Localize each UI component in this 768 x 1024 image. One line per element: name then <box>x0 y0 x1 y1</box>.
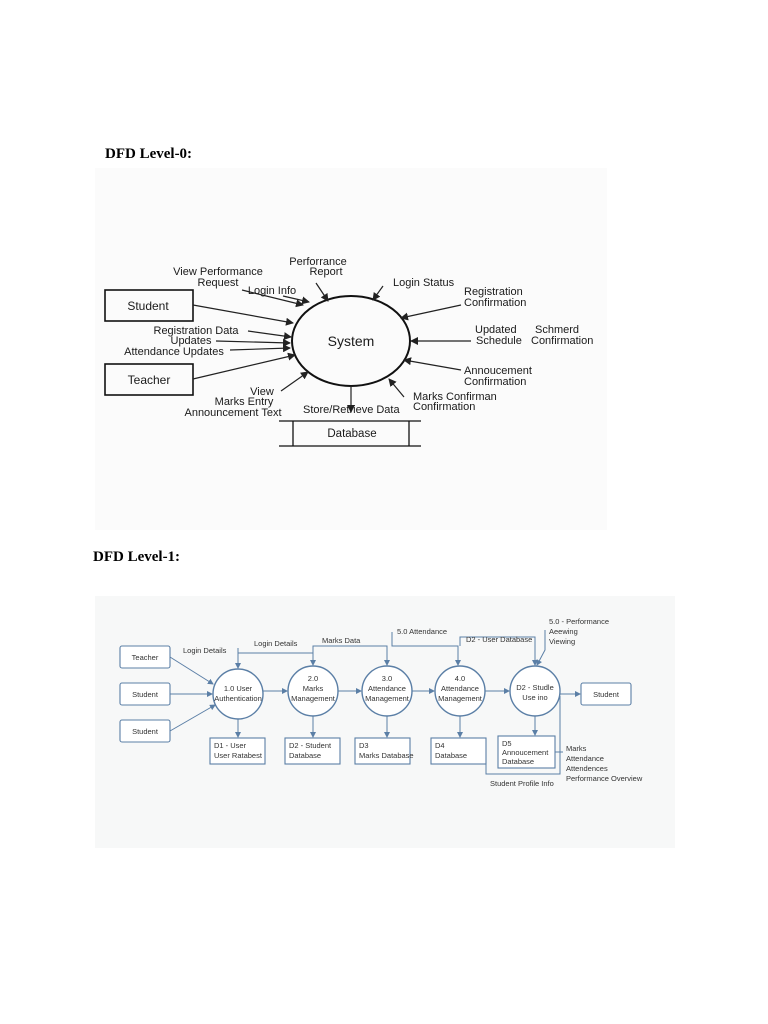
process-1-label-a: 1.0 User <box>224 684 253 693</box>
flow-updated: Updated <box>475 324 517 336</box>
teacher-entity-label: Teacher <box>128 373 171 387</box>
flow-schmerd: Schmerd <box>535 324 579 336</box>
flow-login-details-1: Login Details <box>183 646 227 655</box>
student-output-entity-label: Student <box>593 690 620 699</box>
flow-registration-confirmation: Confirmation <box>464 297 526 309</box>
flow-announcement-text: Announcement Text <box>184 407 281 419</box>
flow-marks-data: Marks Data <box>322 636 361 645</box>
dfd-level0-diagram: System Student Teacher Database <box>95 168 607 530</box>
flow-view-performance: View Performance <box>173 266 263 278</box>
flow-marks-entry: Marks Entry <box>215 396 274 408</box>
process-2-label-a: 2.0 <box>308 674 318 683</box>
process-4-label-c: Management <box>438 694 483 703</box>
store-d1-label-a: D1 - User <box>214 741 247 750</box>
student-entity-l1-a-label: Student <box>132 690 159 699</box>
flow-store-retrieve: Store/Retrieve Data <box>303 404 400 416</box>
process-2-label-b: Marks <box>303 684 324 693</box>
store-d2-label-a: D2 - Student <box>289 741 332 750</box>
flow-attendance-updates: Attendance Updates <box>124 346 224 358</box>
flow-viewing: Viewing <box>549 637 575 646</box>
process-3-label-c: Management <box>365 694 410 703</box>
process-4-label-a: 4.0 <box>455 674 465 683</box>
store-d4-database <box>430 737 487 765</box>
store-d3-label-b: Marks Database <box>359 751 414 760</box>
store-d2-label-b: Database <box>289 751 321 760</box>
dfd-level1-diagram: Teacher Student Student Student 1.0 User… <box>95 596 675 848</box>
store-d5-label-a: D5 <box>502 739 512 748</box>
flow-report: Report <box>309 266 342 278</box>
process-5-label-b: Use ino <box>522 693 547 702</box>
flow-view: View <box>250 386 274 398</box>
flow-login-details-2: Login Details <box>254 639 298 648</box>
flow-annoucement: Annoucement <box>464 365 532 377</box>
flow-marks-confirman: Marks Confirman <box>413 391 497 403</box>
flow-annoucement-confirmation: Confirmation <box>464 376 526 388</box>
flow-attendance: Attendance <box>566 754 604 763</box>
level0-heading: DFD Level-0: <box>105 146 193 162</box>
flow-registration: Registration <box>464 286 523 298</box>
process-3-label-b: Attendance <box>368 684 406 693</box>
student-entity-l1-b-label: Student <box>132 727 159 736</box>
teacher-entity-l1-label: Teacher <box>132 653 159 662</box>
flow-5-performance: 5.0 - Performance <box>549 617 609 626</box>
flow-schmerd-confirmation: Confirmation <box>531 335 593 347</box>
system-label: System <box>328 333 375 349</box>
process-4-label-b: Attendance <box>441 684 479 693</box>
flow-d2-user-database: D2 - User Database <box>466 635 532 644</box>
flow-attendences: Attendences <box>566 764 608 773</box>
store-d1-label-b: User Ratabest <box>214 751 263 760</box>
flow-updates: Updates <box>171 335 212 347</box>
flow-aeewing: Aeewing <box>549 627 578 636</box>
flow-request: Request <box>198 277 239 289</box>
flow-5-attendance: 5.0 Attendance <box>397 627 447 636</box>
store-d4-label-b: Database <box>435 751 467 760</box>
store-d2-student-database <box>284 737 341 765</box>
database-store-label: Database <box>327 428 376 440</box>
store-d5-announcement-database <box>497 735 556 769</box>
flow-login-status: Login Status <box>393 277 455 289</box>
store-d3-marks-database <box>354 737 411 765</box>
flow-student-profile-info: Student Profile Info <box>490 779 554 788</box>
student-output-entity <box>580 682 632 706</box>
level1-heading: DFD Level-1: <box>93 549 181 565</box>
level0-image-area <box>95 168 607 530</box>
student-entity-label: Student <box>127 299 169 313</box>
store-d5-label-b: Annoucement <box>502 748 549 757</box>
level1-image-area <box>95 596 675 848</box>
flow-performance-overview: Performance Overview <box>566 774 643 783</box>
teacher-entity <box>104 363 194 396</box>
store-d4-label-a: D4 <box>435 741 445 750</box>
flow-perforrance: Perforrance <box>289 256 346 268</box>
process-5-label-a: D2 - Studle <box>516 683 554 692</box>
flow-registration-data: Registration Data <box>154 325 240 337</box>
store-d5-label-c: Database <box>502 757 534 766</box>
store-d1-user-database <box>209 737 266 765</box>
process-1-label-b: Authentication <box>214 694 262 703</box>
flow-marks-confirmation: Confirmation <box>413 401 475 413</box>
flow-marks: Marks <box>566 744 587 753</box>
flow-login-info: Login Info <box>248 285 296 297</box>
store-d3-label-a: D3 <box>359 741 369 750</box>
flow-schedule: Schedule <box>476 335 522 347</box>
process-3-label-a: 3.0 <box>382 674 392 683</box>
process-2-label-c: Management <box>291 694 336 703</box>
